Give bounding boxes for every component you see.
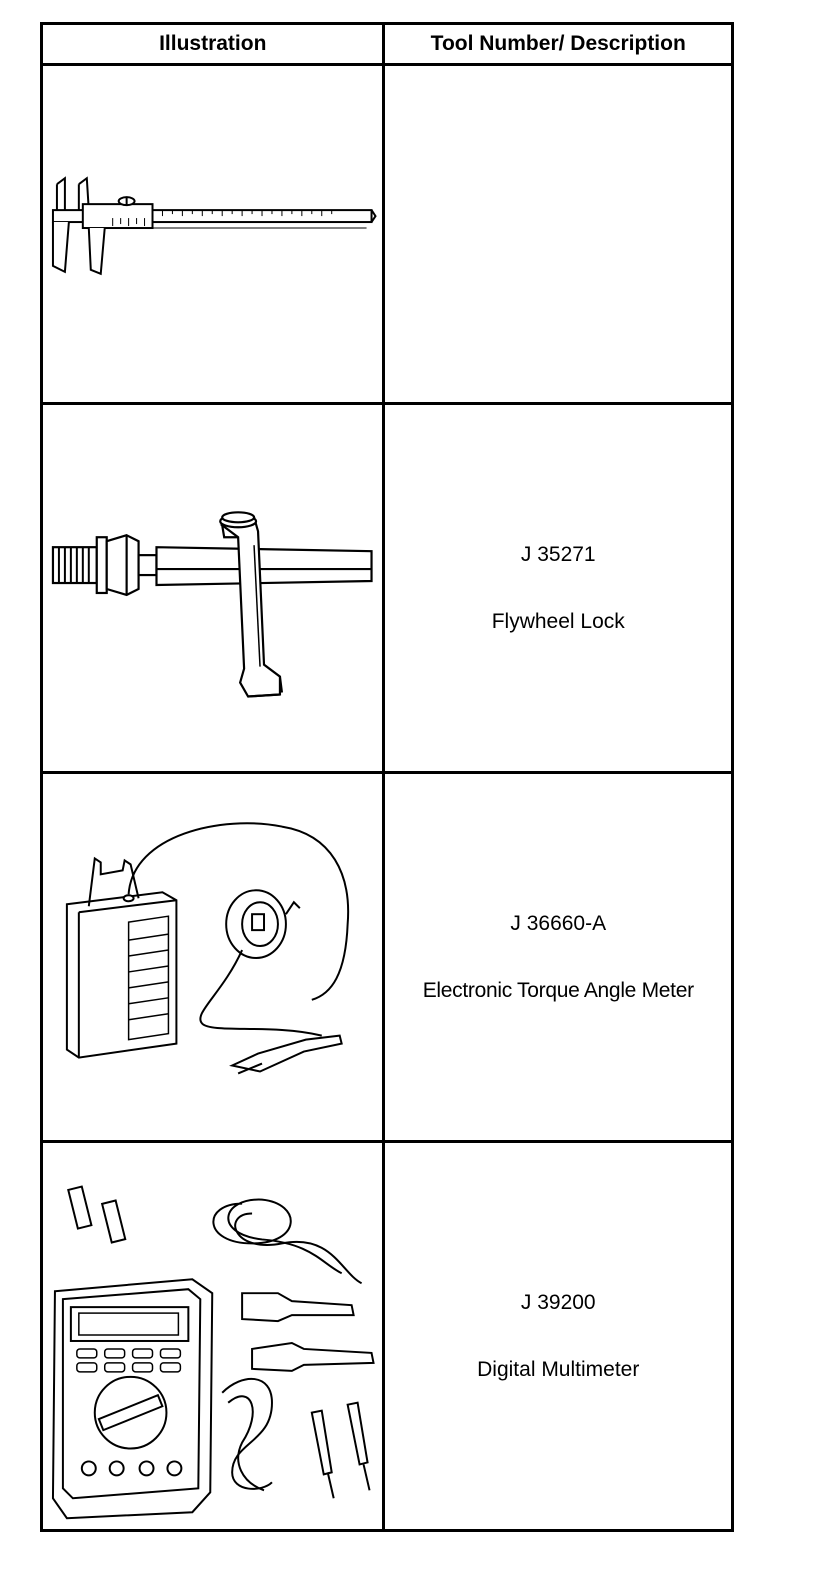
- header-tool-description: Tool Number/ Description: [382, 22, 734, 66]
- table-header-row: Illustration Tool Number/ Description: [39, 22, 734, 66]
- header-illustration: Illustration: [39, 22, 386, 66]
- flywheel-lock-icon: [51, 511, 373, 698]
- description-cell: [382, 63, 734, 405]
- table-row: [39, 63, 734, 405]
- tool-description: Electronic Torque Angle Meter: [422, 979, 694, 1002]
- tool-number: J 35271: [520, 542, 596, 566]
- tool-table: Illustration Tool Number/ Description: [39, 22, 734, 1532]
- description-cell: J 39200 Digital Multimeter: [382, 1140, 734, 1532]
- illustration-cell: [39, 1140, 386, 1532]
- digital-multimeter-icon: [51, 1185, 375, 1520]
- caliper-icon: [51, 176, 377, 276]
- illustration-cell: [39, 402, 386, 774]
- description-cell: J 35271 Flywheel Lock: [382, 402, 734, 774]
- tool-number: J 39200: [520, 1290, 596, 1314]
- illustration-cell: [39, 771, 386, 1143]
- torque-angle-meter-icon: [65, 822, 350, 1075]
- table-row: J 35271 Flywheel Lock: [39, 402, 734, 774]
- table-row: J 39200 Digital Multimeter: [39, 1140, 734, 1532]
- table-row: J 36660-A Electronic Torque Angle Meter: [39, 771, 734, 1143]
- description-cell: J 36660-A Electronic Torque Angle Meter: [382, 771, 734, 1143]
- tool-number: J 36660-A: [510, 911, 607, 935]
- tool-description: Flywheel Lock: [491, 610, 625, 633]
- tool-description: Digital Multimeter: [477, 1358, 640, 1381]
- illustration-cell: [39, 63, 386, 405]
